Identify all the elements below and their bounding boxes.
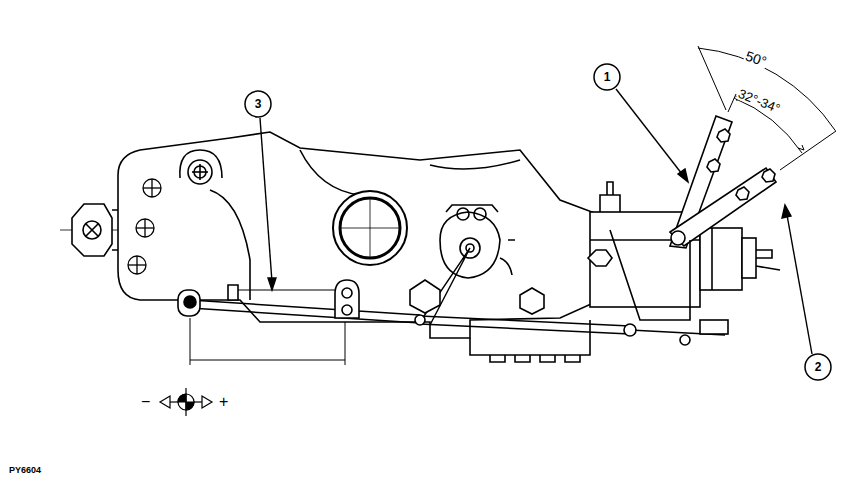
callout-number: 1: [604, 71, 611, 83]
figure-code: PY6604: [8, 466, 42, 475]
callout-number: 2: [815, 361, 822, 373]
callout-circle: 3: [244, 90, 272, 118]
direction-sign: −: [140, 394, 151, 410]
callout-circle: 2: [804, 353, 832, 381]
callout-circle: 1: [593, 63, 621, 91]
angle-dimension: 50°: [743, 48, 769, 68]
callout-number: 3: [255, 98, 262, 110]
direction-sign: +: [218, 394, 229, 410]
